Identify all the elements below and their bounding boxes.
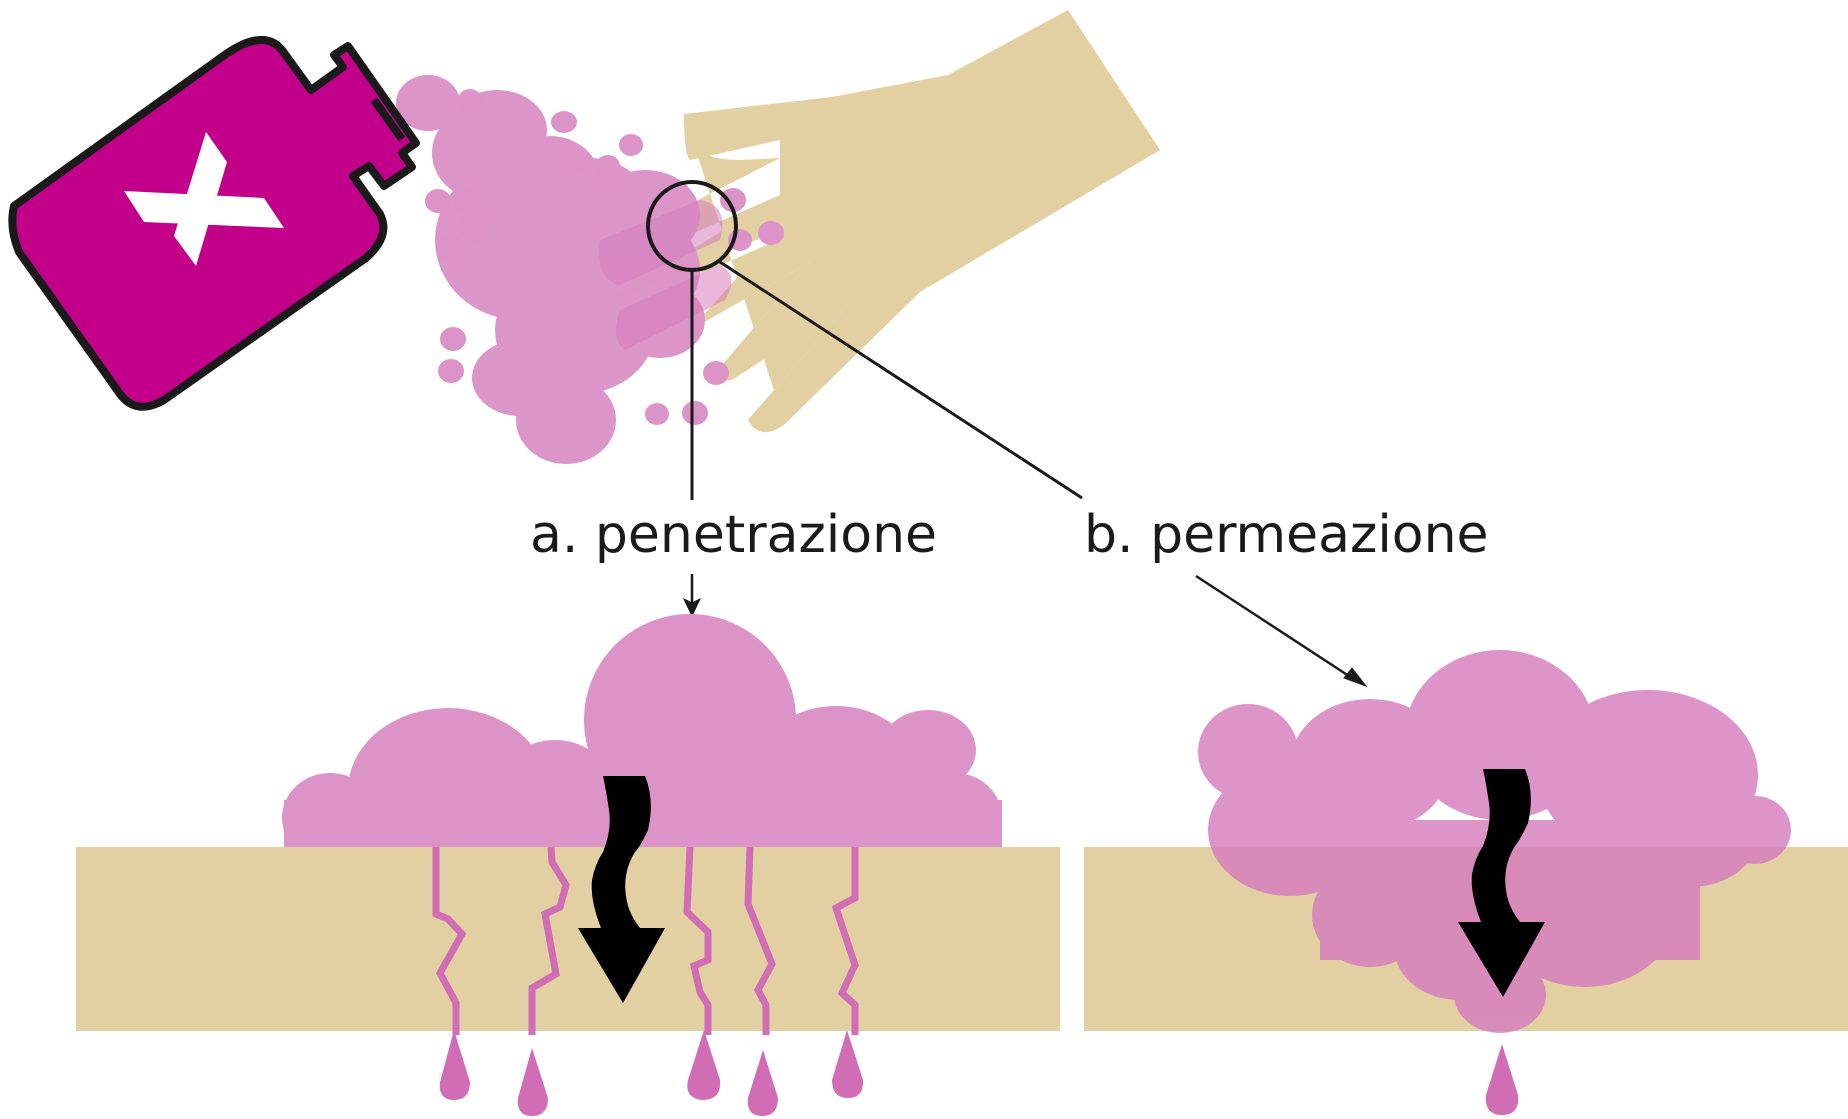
- panel-penetration: [76, 614, 1060, 1116]
- panel-permeation: [1084, 650, 1848, 1115]
- pointer-arrows: [684, 574, 1366, 686]
- skin-layer-a: [76, 847, 1060, 1031]
- leader-line-b-bottom: [1196, 576, 1355, 680]
- chemical-drop-b: [1486, 1044, 1518, 1115]
- chemical-drops-a: [440, 1030, 863, 1116]
- arrowhead-b: [1344, 668, 1366, 686]
- label-permeation: b. permeazione: [1084, 505, 1489, 565]
- label-penetration: a. penetrazione: [530, 505, 937, 565]
- chemical-canister: [12, 40, 416, 407]
